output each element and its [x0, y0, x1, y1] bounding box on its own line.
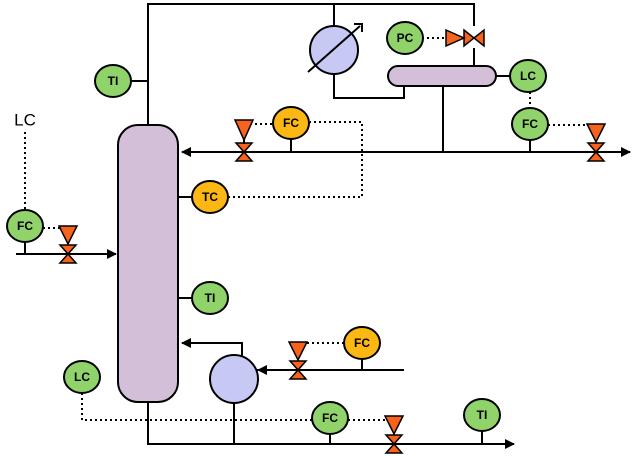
valve-actuator-icon	[383, 415, 405, 436]
valve-pc[interactable]	[463, 28, 485, 48]
instrument-label: TI	[205, 291, 216, 305]
instrument-fc-distillate[interactable]: FC	[511, 107, 549, 141]
instrument-label: FC	[17, 219, 33, 233]
valve-pc-actuator	[445, 28, 466, 48]
instrument-bubble	[94, 64, 132, 98]
instrument-label: LC	[520, 69, 536, 83]
valve-actuator-icon	[233, 119, 255, 142]
valve-actuator-icon	[287, 341, 309, 362]
instrument-bubble	[343, 326, 381, 360]
instrument-label: LC	[74, 370, 90, 384]
instrument-label: FC	[283, 116, 299, 130]
lc-plain-label: LC	[14, 111, 36, 130]
instrument-lc-drum[interactable]: LC	[509, 59, 547, 93]
lc-bottom-signal	[81, 393, 312, 421]
bottoms-line	[147, 402, 515, 449]
valve-feed[interactable]	[57, 225, 79, 264]
signal-lines	[24, 37, 590, 421]
instrument-bubble	[511, 107, 549, 141]
condenser	[307, 23, 363, 75]
tc-cascade-signal	[228, 121, 363, 198]
instrument-label: FC	[522, 117, 538, 131]
valve-actuator-icon	[585, 123, 607, 144]
instrument-bubble	[311, 401, 349, 435]
instrument-bubble	[63, 360, 101, 394]
valve-body-icon	[58, 244, 78, 264]
condenser-arrow	[307, 25, 361, 73]
instrument-bubble	[386, 21, 424, 55]
instrument-ti-top[interactable]: TI	[94, 64, 132, 98]
valve-body-icon	[234, 142, 254, 162]
instrument-label: PC	[397, 31, 414, 45]
instrument-bubble	[191, 180, 229, 214]
condenser-arrowhead-icon	[354, 23, 363, 32]
instrument-label: TI	[477, 408, 488, 422]
valve-distillate[interactable]	[585, 123, 607, 162]
instrument-fc-feed[interactable]: FC	[6, 209, 44, 243]
instrument-label: FC	[322, 411, 338, 425]
reflux-drum	[387, 65, 497, 87]
valve-body-icon	[463, 28, 485, 48]
instrument-ti-mid[interactable]: TI	[191, 281, 229, 315]
instrument-fc-reflux[interactable]: FC	[272, 106, 310, 140]
instrument-label: TC	[202, 190, 218, 204]
reboiler-return	[181, 338, 243, 358]
valve-body-icon	[586, 142, 606, 162]
instrument-lc-bottom[interactable]: LC	[63, 360, 101, 394]
overhead-vapor-line	[147, 3, 475, 125]
instrument-label: FC	[354, 336, 370, 350]
valve-bottoms[interactable]	[383, 415, 405, 454]
instrument-bubble	[463, 398, 501, 432]
valve-actuator-icon	[57, 225, 79, 246]
instrument-bubble	[509, 59, 547, 93]
valve-actuator-icon	[445, 28, 466, 48]
valve-body-icon	[288, 360, 308, 380]
instrument-pc[interactable]: PC	[386, 21, 424, 55]
valve-steam[interactable]	[287, 341, 309, 380]
instrument-ti-bottoms[interactable]: TI	[463, 398, 501, 432]
distillation-column	[117, 124, 179, 403]
instrument-tc[interactable]: TC	[191, 180, 229, 214]
instrument-fc-bottoms[interactable]: FC	[311, 401, 349, 435]
instrument-bubble	[272, 106, 310, 140]
valve-reflux[interactable]	[233, 119, 255, 162]
valve-body-icon	[384, 434, 404, 454]
instrument-bubble	[191, 281, 229, 315]
instrument-label: TI	[108, 74, 119, 88]
instrument-fc-steam[interactable]: FC	[343, 326, 381, 360]
reboiler	[209, 354, 259, 404]
instrument-bubble	[6, 209, 44, 243]
